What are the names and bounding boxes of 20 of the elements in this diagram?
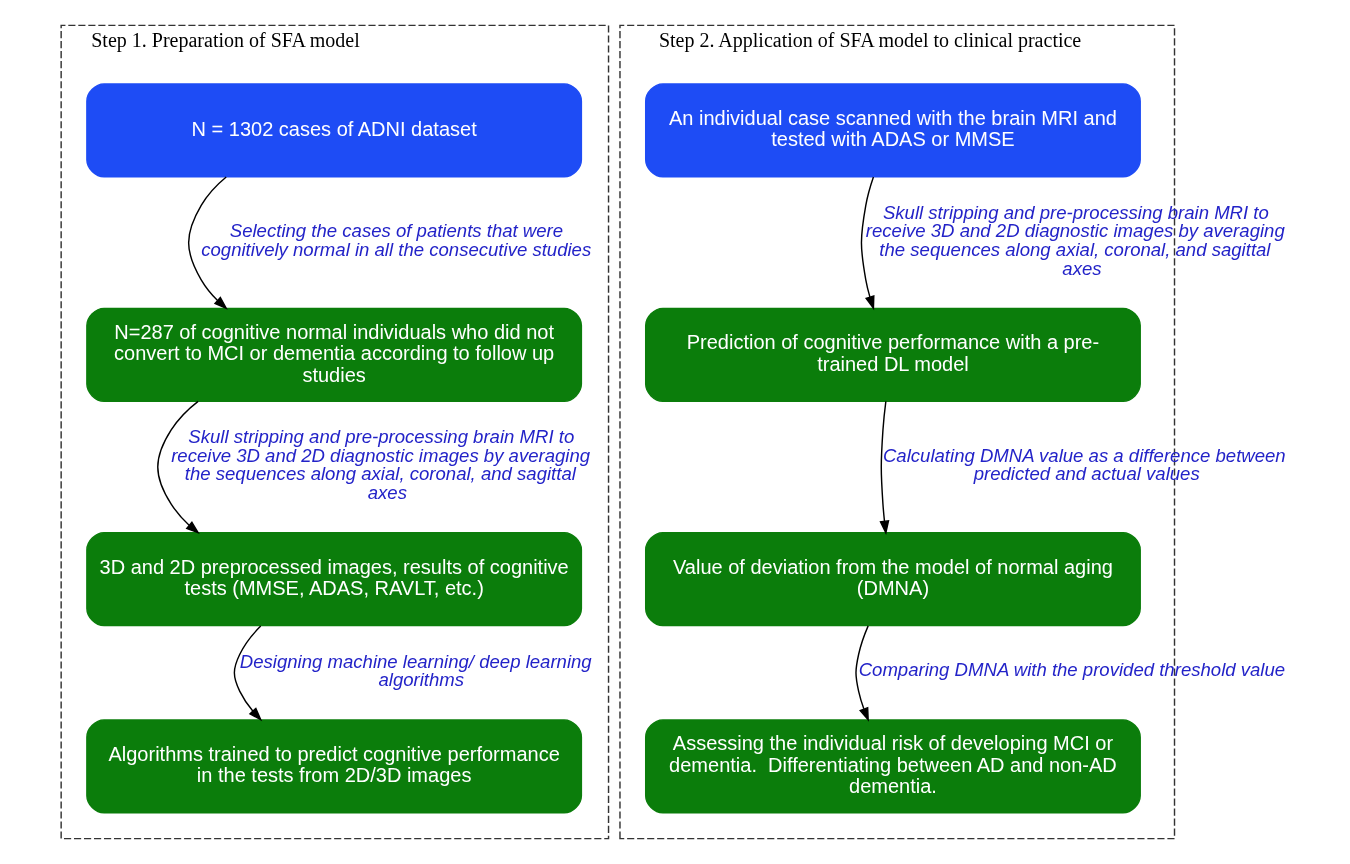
- node-box: 3D and 2D preprocessed images, results of cognitive tests (MMSE, ADAS, RAVLT, etc.): [86, 532, 583, 627]
- edge-label: Calculating DMNA value as a difference between predicted and actual values: [882, 444, 1286, 485]
- arrow: [879, 400, 890, 535]
- node-box: An individual case scanned with the brain MRI and tested with ADAS or MMSE: [645, 83, 1141, 178]
- edge-label: Skull stripping and pre-processing brain MRI to receive 3D and 2D diagnostic images by averaging the sequences along axial, coronal, and sagittal axes: [865, 201, 1285, 279]
- edge-label: Skull stripping and pre-processing brain MRI to receive 3D and 2D diagnostic images by averaging the sequences along axial, coronal, and sagittal axes: [171, 426, 591, 504]
- edge-label: Selecting the cases of patients that were cognitively normal in all the consecutive studies: [201, 220, 592, 261]
- edge-label: Designing machine learning/ deep learning algorithms: [239, 650, 592, 691]
- node-box: Assessing the individual risk of developing MCI or dementia. Differentiating between AD and non-AD dementia.: [645, 719, 1141, 814]
- arrow: [233, 625, 263, 722]
- node-box: N = 1302 cases of ADNI dataset: [86, 83, 583, 178]
- arrow: [860, 176, 875, 311]
- node-box: Value of deviation from the model of normal aging (DMNA): [645, 532, 1141, 627]
- node-box: Algorithms trained to predict cognitive performance in the tests from 2D/3D images: [86, 719, 583, 814]
- arrow: [187, 176, 228, 310]
- node-box: Prediction of cognitive performance with a pre-trained DL model: [645, 307, 1141, 402]
- edge-label: Comparing DMNA with the provided threshold value: [858, 659, 1286, 681]
- arrow: [157, 400, 200, 535]
- node-box: N=287 of cognitive normal individuals who did not convert to MCI or dementia according to follow up studies: [86, 307, 583, 402]
- arrow: [855, 625, 869, 722]
